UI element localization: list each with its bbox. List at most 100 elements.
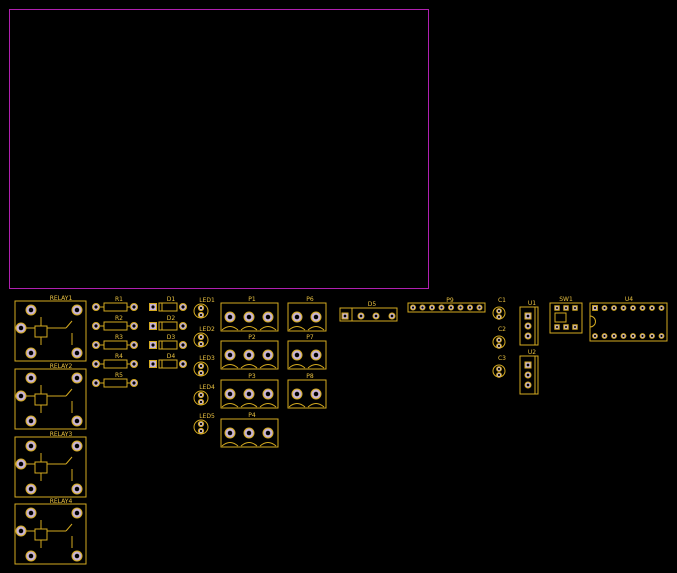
connector-p6[interactable]: P6 [287,296,327,332]
switch-sw1[interactable]: SW1 [549,296,583,334]
part-label: P9 [446,297,454,304]
pad-hole [593,334,597,338]
part-label: U2 [528,349,536,356]
connector-p7[interactable]: P7 [287,334,327,370]
pad-hole [622,306,625,310]
resistor-r2[interactable]: R2 [92,315,138,331]
pad-hole [151,305,155,309]
pad-hole [497,338,501,342]
pad-hole [359,314,363,318]
resistor-r1[interactable]: R1 [92,296,138,312]
pad-hole [390,314,394,318]
led-5[interactable]: LED5 [193,413,215,435]
relay-4[interactable]: RELAY4 [14,498,87,565]
part-label: C3 [498,355,506,362]
pad-hole [18,393,24,399]
part-label: P8 [306,373,314,380]
pad-hole [660,306,663,310]
pad-hole [556,307,558,309]
part-label: RELAY3 [50,431,73,438]
resistor-r5[interactable]: R5 [92,372,138,388]
capacitor-c2[interactable]: C2 [492,326,506,349]
pad-hole [313,314,319,320]
silk-outline [220,302,279,332]
silk-outline [158,302,178,312]
connector-p3[interactable]: P3 [220,373,279,409]
header-p9[interactable]: P9 [407,297,486,313]
pad-hole [526,363,530,367]
regulator-u2[interactable]: U2 [519,349,539,395]
diode-d4[interactable]: D4 [149,353,187,369]
diode-d1[interactable]: D1 [149,296,187,312]
pad-hole [574,326,576,328]
part-label: R3 [115,334,123,341]
silk-outline [220,379,279,409]
connector-p8[interactable]: P8 [287,373,327,409]
part-label: SW1 [559,296,573,303]
ic-u4[interactable]: U4 [589,296,668,342]
pad-hole [74,510,80,516]
pad-hole [603,334,606,338]
pad-hole [199,342,203,346]
pad-hole [246,391,252,397]
diode-d3[interactable]: D3 [149,334,187,350]
part-label: RELAY4 [50,498,73,505]
board-outline[interactable] [9,9,429,289]
led-1[interactable]: LED1 [193,297,215,319]
pin-arc [307,364,325,369]
silk-outline [287,340,327,370]
connector-p1[interactable]: P1 [220,296,279,332]
pad-hole [28,350,34,356]
connector-p4[interactable]: P4 [220,412,279,448]
led-4[interactable]: LED4 [193,384,215,406]
led-2[interactable]: LED2 [193,326,215,348]
regulator-u1[interactable]: U1 [519,300,539,346]
pad-hole [497,367,501,371]
relay-2[interactable]: RELAY2 [14,363,87,430]
pad-hole [94,343,98,347]
pad-hole [181,362,185,366]
part-label: D3 [167,334,176,341]
pad-hole [28,510,34,516]
silk-outline [158,321,178,331]
silk-outline [34,325,48,338]
pad-hole [246,314,252,320]
resistor-r4[interactable]: R4 [92,353,138,369]
led-3[interactable]: LED3 [193,355,215,377]
part-label: R4 [115,353,123,360]
pin-arc [259,364,277,369]
pad-hole [313,352,319,358]
silk-outline [158,340,178,350]
connector-p2[interactable]: P2 [220,334,279,370]
silk-outline [34,461,48,474]
relay-1[interactable]: RELAY1 [14,295,87,362]
pad-hole [449,306,453,309]
pin-arc [288,326,306,331]
capacitor-c1[interactable]: C1 [492,297,506,320]
pad-hole [430,306,434,309]
pad-hole [631,306,635,310]
bridge-d5[interactable]: D5 [339,301,398,322]
silk-outline [339,307,398,322]
pad-hole [74,375,80,381]
pad-hole [199,429,203,433]
pad-hole [411,306,415,309]
capacitor-c3[interactable]: C3 [492,355,506,378]
diode-d2[interactable]: D2 [149,315,187,331]
pad-hole [199,371,203,375]
pad-hole [18,325,24,331]
pad-hole [199,313,203,317]
relay-3[interactable]: RELAY3 [14,431,87,498]
resistor-r3[interactable]: R3 [92,334,138,350]
silk-outline [14,503,87,565]
part-label: R1 [115,296,123,303]
pad-hole [28,307,34,313]
pin-arc [221,326,239,331]
pad-hole [650,306,654,310]
pad-hole [28,443,34,449]
part-label: R2 [115,315,123,322]
silk-outline [14,368,87,430]
part-label: LED3 [199,355,215,362]
silk-outline [34,528,48,541]
pad-hole [468,306,472,309]
